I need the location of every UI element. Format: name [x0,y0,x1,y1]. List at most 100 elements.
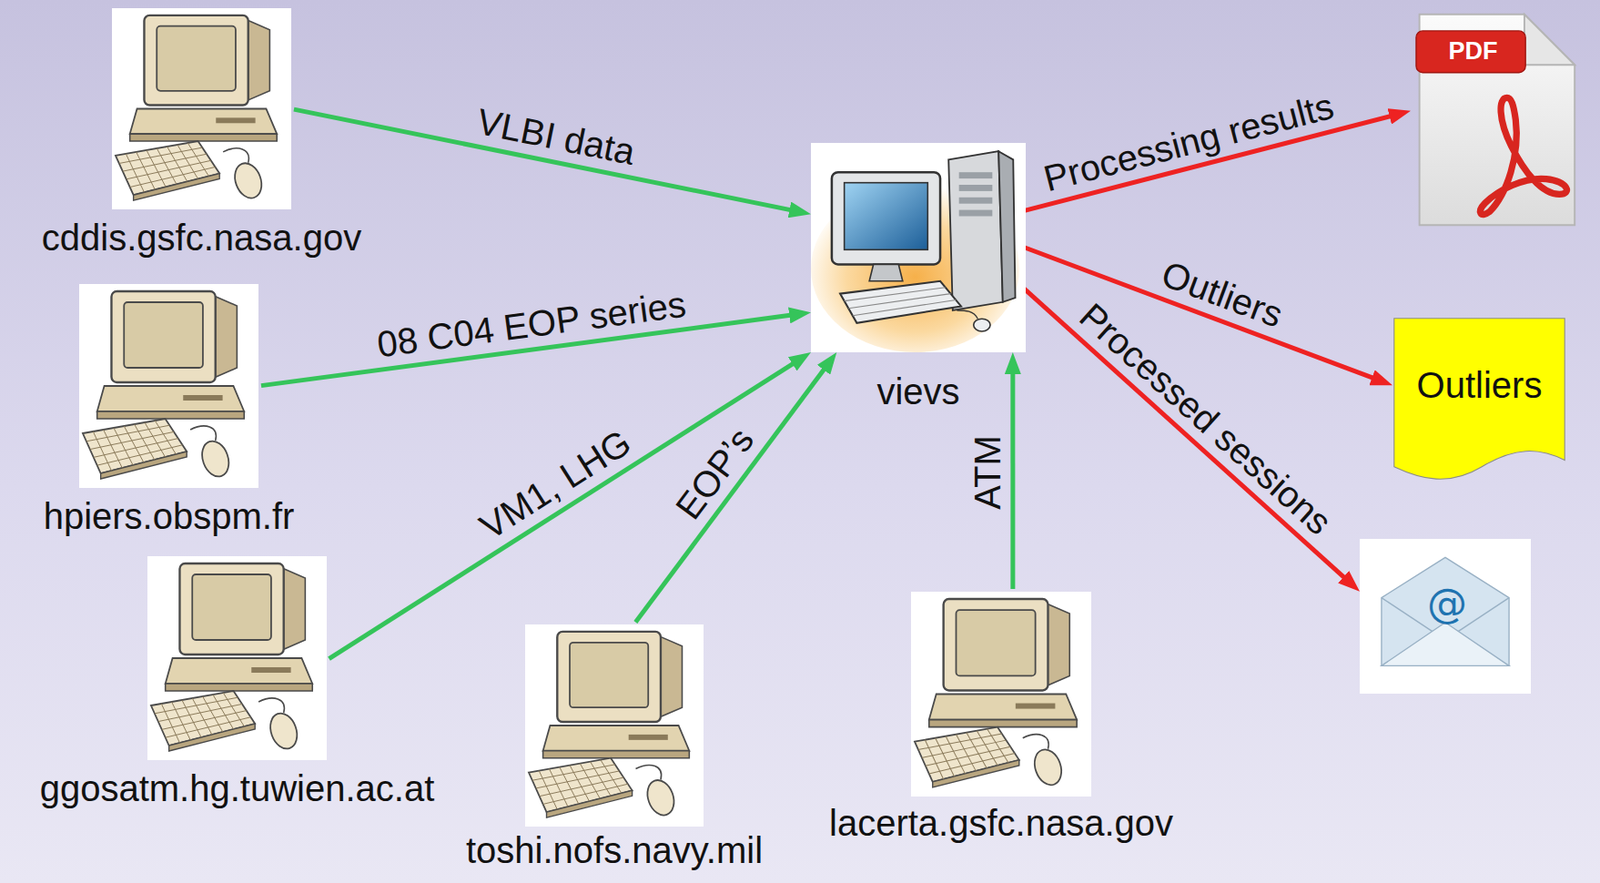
icon-shape [1394,318,1565,479]
icon-shape [92,431,112,471]
icon-shape [559,767,579,805]
host-name: lacerta.gsfc.nasa.gov [829,801,1174,844]
icon-shape [869,263,903,281]
computer-icon [147,556,327,760]
output-arrow [1006,272,1345,578]
icon-shape [187,142,209,177]
icon-shape [590,761,612,797]
icon-shape [959,210,993,217]
icon-shape [959,172,993,179]
computer-icon [111,8,292,210]
icon-shape [831,172,941,264]
input-arrow [635,368,824,622]
icon-shape [959,197,993,204]
icon-shape [113,427,133,466]
icon-shape [848,293,951,309]
icon-shape [538,770,557,811]
icon-shape [125,153,144,193]
icon-shape [182,699,202,738]
host-node: @ [1359,538,1531,694]
icon-shape [97,411,245,419]
icon-shape [548,769,568,808]
icon-shape [146,150,166,187]
connector-group [261,109,1391,659]
icon-shape [202,696,223,732]
icon-shape [976,730,998,766]
icon-shape [852,300,956,316]
icon-shape [147,556,327,760]
icon-shape [569,642,649,708]
icon-shape [130,133,278,142]
workstation-icon [810,142,1026,353]
icon-shape [569,765,590,802]
edge-label: ATM [967,435,1008,509]
icon-shape [556,631,661,722]
icon-shape [251,667,291,673]
icon-shape [144,422,166,457]
icon-shape [932,759,1020,788]
icon-shape [190,425,216,441]
icon-shape [156,26,236,92]
icon-shape [197,436,233,480]
icon-shape [1022,734,1049,750]
host-node: PDF [1410,10,1580,230]
icon-shape [1524,14,1575,65]
host-name: toshi.nofs.navy.mil [465,829,763,871]
node-label: Outliers [1417,364,1543,406]
icon-shape [844,182,929,251]
icon-shape [546,789,633,818]
icon-shape [165,683,314,691]
icon-shape [134,424,155,460]
icon-shape [154,420,176,455]
icon-shape [929,694,1077,720]
icon-shape [192,574,272,640]
node-label: @ [1427,580,1468,628]
icon-shape [222,148,249,163]
host-node: hpiers.obspm.fr [79,283,259,488]
icon-shape [1479,97,1567,214]
icon-shape [543,750,690,759]
icon-shape [177,144,199,179]
icon-shape [973,318,991,332]
icon-shape [103,429,123,468]
input-arrow [1010,373,1015,589]
host-name: hpiers.obspm.fr [43,495,295,537]
edge-label: 08 C04 EOP series [374,283,689,365]
icon-shape [1381,556,1509,666]
edge-label: Processed sessions [1072,294,1340,542]
computer-icon [79,283,259,488]
icon-shape [600,759,622,794]
output-arrow [1022,246,1374,378]
icon-shape [79,283,259,488]
host-node: toshi.nofs.navy.mil [525,624,704,827]
icon-shape [810,142,1026,353]
computer-icon [525,624,704,827]
icon-shape [929,719,1077,728]
icon-shape [222,692,244,727]
icon-shape [230,159,266,203]
icon-shape [840,281,962,324]
host-name: vievs [876,370,960,413]
icon-shape [628,734,669,740]
host-node: cddis.gsfc.nasa.gov [111,8,292,210]
icon-shape [156,148,177,184]
host-name: ggosatm.hg.tuwien.ac.at [40,767,436,810]
note-box: Outliers [1392,316,1567,480]
computer-icon [911,591,1092,797]
icon-shape [966,732,987,769]
icon-shape [161,703,180,743]
host-node: lacerta.gsfc.nasa.gov [911,591,1092,797]
icon-shape [945,736,965,774]
icon-shape [179,563,284,655]
icon-shape [215,117,255,123]
icon-shape [258,698,284,713]
icon-shape [123,425,144,463]
icon-shape [167,146,188,182]
icon-shape [182,394,223,401]
icon-shape [642,776,679,820]
icon-shape [911,591,1092,797]
host-node: ggosatm.hg.tuwien.ac.at [147,556,327,760]
icon-shape [1381,622,1509,667]
icon-shape [636,765,662,780]
icon-shape [543,725,690,751]
